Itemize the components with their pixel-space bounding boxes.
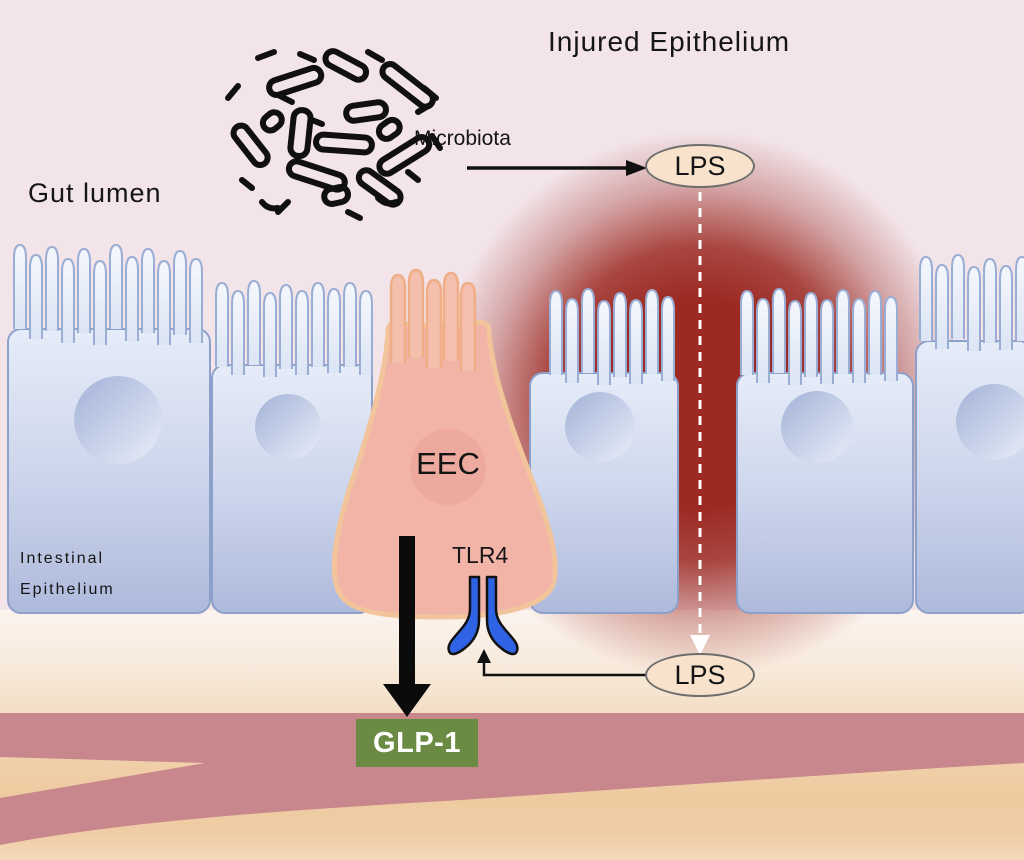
cell-nucleus	[565, 392, 635, 462]
lps-top-label: LPS	[674, 150, 726, 181]
lps-bottom-label: LPS	[674, 659, 726, 690]
lps-node-top: LPS	[645, 144, 755, 188]
epithelial-cell	[915, 254, 1024, 614]
eec-nucleus	[410, 429, 486, 505]
arrow-lps-dashed-down	[690, 192, 710, 655]
intestinal-epithelium-line2: Epithelium	[20, 581, 115, 598]
eec-label: EEC	[416, 446, 480, 481]
cell-nucleus	[781, 391, 853, 463]
microbiota-label: Microbiota	[414, 127, 511, 150]
lps-node-bottom: LPS	[645, 653, 755, 697]
tlr4-label: TLR4	[452, 542, 509, 568]
intestinal-epithelium-label: Intestinal Epithelium	[20, 543, 180, 605]
intestinal-epithelium-line1: Intestinal	[20, 550, 105, 567]
eec-cell	[331, 268, 558, 620]
injured-epithelium-label: Injured Epithelium	[548, 26, 791, 57]
cell-nucleus	[255, 394, 321, 460]
intestinal-epithelium-illustration	[7, 244, 1024, 620]
gut-lumen-label: Gut lumen	[28, 178, 162, 208]
arrow-eec-to-glp1	[383, 536, 431, 717]
microbiota-icon	[225, 48, 443, 221]
cell-nucleus	[956, 384, 1024, 460]
arrow-lps-to-tlr4	[477, 649, 646, 677]
epithelial-cell	[211, 280, 373, 614]
arrow-microbiota-to-lps	[467, 160, 647, 176]
tlr4-receptor-icon	[447, 575, 519, 656]
glp1-badge: GLP-1	[356, 719, 478, 767]
cell-nucleus	[74, 376, 162, 464]
glp1-label: GLP-1	[373, 726, 461, 759]
epithelial-cell	[736, 288, 914, 614]
epithelial-cell	[7, 244, 211, 614]
